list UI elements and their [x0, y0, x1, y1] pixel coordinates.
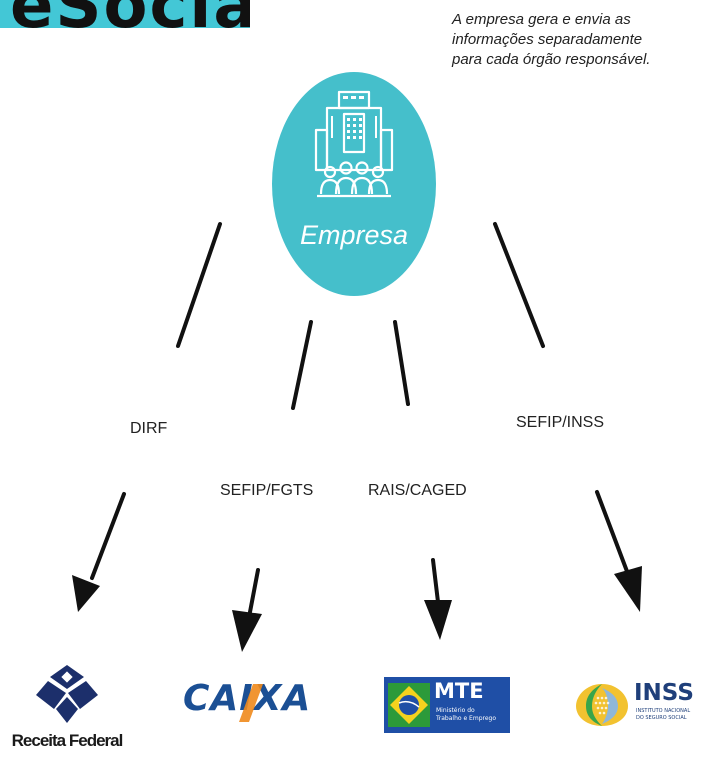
- line-dirf-receita: [90, 492, 126, 580]
- line-company-fgts: [291, 320, 313, 410]
- line-fgts-caixa: [248, 568, 260, 614]
- mte-subtitle-line: Ministério do: [436, 707, 475, 714]
- brazil-flag-icon: [388, 683, 430, 727]
- inss-leaf-icon: [576, 684, 628, 726]
- line-caged-mte: [431, 558, 440, 604]
- mte-subtitle: Ministério do Trabalho e Emprego: [436, 707, 496, 723]
- mte-badge: [384, 677, 510, 733]
- line-company-dirf: [176, 222, 222, 348]
- inss-label: INSS: [634, 680, 694, 706]
- company-node: Empresa: [272, 72, 436, 296]
- description-text: A empresa gera e envia as informações se…: [452, 10, 700, 70]
- flow-label-sefip-inss: SEFIP/INSS: [516, 414, 605, 431]
- receita-federal-logo: Receita Federal: [8, 663, 126, 755]
- title-badge: eSocial: [0, 0, 250, 28]
- arrowhead-receita: [72, 575, 100, 612]
- inss-subtitle-line: INSTITUTO NACIONAL: [636, 708, 691, 714]
- receita-federal-logo-icon: [36, 665, 98, 723]
- flow-label-sefip-fgts: SEFIP/FGTS: [220, 482, 314, 499]
- company-label: Empresa: [299, 220, 409, 250]
- line-company-inss: [493, 222, 545, 348]
- line-company-caged: [393, 320, 410, 406]
- line-inss-inss: [595, 490, 630, 576]
- caixa-x-accent-icon: [239, 684, 263, 722]
- inss-subtitle-line: DO SEGURO SOCIAL: [636, 715, 687, 721]
- arrowhead-inss: [614, 566, 642, 612]
- inss-logo: INSS INSTITUTO NACIONAL DO SEGURO SOCIAL: [572, 678, 698, 732]
- mte-logo: MTE Ministério do Trabalho e Emprego: [384, 677, 510, 733]
- arrowhead-caixa: [232, 610, 262, 652]
- inss-subtitle: INSTITUTO NACIONAL DO SEGURO SOCIAL: [636, 708, 690, 722]
- description-line: A empresa gera e envia as: [452, 11, 631, 28]
- receita-federal-label: Receita Federal: [11, 731, 124, 750]
- description-line: informações separadamente: [452, 31, 643, 48]
- caixa-logo: CAIXA: [183, 678, 310, 728]
- flow-label-rais-caged: RAIS/CAGED: [368, 482, 467, 499]
- flow-label-dirf: DIRF: [130, 420, 168, 437]
- mte-subtitle-line: Trabalho e Emprego: [436, 715, 497, 722]
- description-line: para cada órgão responsável.: [452, 51, 651, 68]
- mte-label: MTE: [434, 679, 484, 703]
- page-title: eSocial: [10, 0, 250, 28]
- arrowhead-mte: [424, 600, 452, 640]
- office-building-people-icon: [314, 90, 394, 198]
